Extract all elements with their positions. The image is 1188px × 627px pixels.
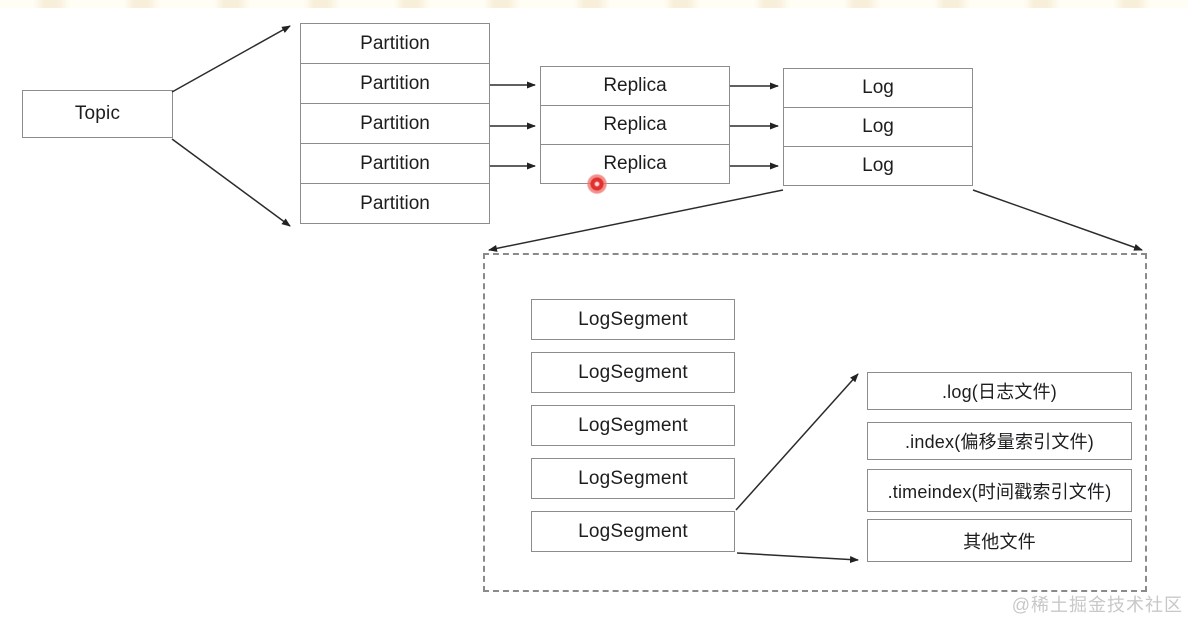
index-file-box: .index(偏移量索引文件) — [867, 422, 1132, 460]
partition-box: Partition — [300, 103, 490, 144]
log-segment-box: LogSegment — [531, 352, 735, 393]
log-segment-box: LogSegment — [531, 458, 735, 499]
partition-box: Partition — [300, 63, 490, 104]
partition-box: Partition — [300, 183, 490, 224]
click-indicator-dot — [587, 174, 607, 194]
log-segment-box: LogSegment — [531, 405, 735, 446]
log-box: Log — [783, 107, 973, 147]
log-detail-region — [483, 253, 1147, 592]
top-decorative-band — [0, 0, 1188, 8]
replica-box: Replica — [540, 144, 730, 184]
partition-box: Partition — [300, 23, 490, 64]
topic-box: Topic — [22, 90, 173, 138]
log-box: Log — [783, 146, 973, 186]
timeindex-file-box: .timeindex(时间戳索引文件) — [867, 469, 1132, 512]
watermark: @稀土掘金技术社区 — [1011, 595, 1183, 615]
partition-box: Partition — [300, 143, 490, 184]
log-segment-box: LogSegment — [531, 511, 735, 552]
log-file-box: .log(日志文件) — [867, 372, 1132, 410]
log-stack: Log Log Log — [783, 68, 973, 186]
log-segment-box: LogSegment — [531, 299, 735, 340]
replica-stack: Replica Replica Replica — [540, 66, 730, 184]
replica-box: Replica — [540, 66, 730, 106]
replica-box: Replica — [540, 105, 730, 145]
partition-stack: Partition Partition Partition Partition … — [300, 23, 490, 224]
log-box: Log — [783, 68, 973, 108]
other-files-box: 其他文件 — [867, 519, 1132, 562]
